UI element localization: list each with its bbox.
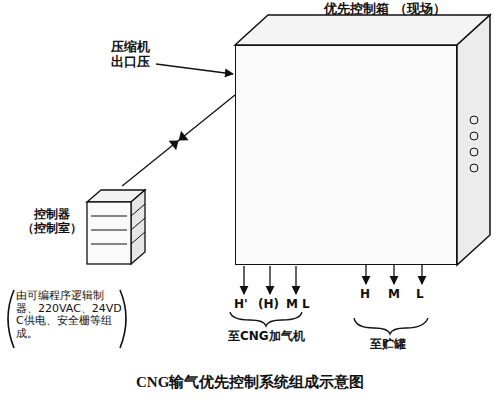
line-label: H' [234, 298, 248, 312]
signal-label: 压缩机 出口压 [108, 40, 152, 70]
controller-slat [91, 230, 127, 231]
cabinet-top [235, 15, 490, 45]
node-label: 控制器 （控制室） [21, 208, 83, 236]
controller-front [87, 202, 131, 264]
valve-half [175, 131, 189, 145]
note-bracket [8, 290, 14, 348]
line-label: M [388, 288, 400, 302]
brace [230, 312, 302, 326]
indicator-lamp [470, 132, 478, 140]
line-label: L [302, 298, 310, 312]
outlet-arrow [243, 266, 244, 294]
controller-slat [91, 244, 127, 245]
indicator-lamp [470, 116, 478, 124]
line-label: H [360, 288, 370, 302]
outlet-arrow [269, 266, 270, 294]
brace [354, 318, 428, 334]
controller-unit: 控制器 （控制室） [85, 186, 147, 266]
valve-symbol [169, 131, 189, 150]
signal-line [122, 95, 235, 186]
indicator-lamp [470, 148, 478, 156]
controller-slat [131, 232, 145, 244]
controller-side [131, 190, 145, 264]
node-label: 优先控制箱 （现场） [324, 2, 446, 17]
controller-slat [131, 218, 145, 230]
line-label: M [286, 298, 298, 312]
indicator-lamp [470, 164, 478, 172]
destination-label: 至CNG加气机 [228, 330, 305, 344]
note-text: 由可编程序逻辑制器、220VAC、24VDC供电、安全栅等组成。 [16, 290, 122, 341]
control-cabinet: 优先控制箱 （现场） [235, 45, 457, 265]
pressure-arrow [156, 64, 233, 74]
controller-slat [91, 216, 127, 217]
line-label: (H) [258, 298, 279, 312]
cabinet-side [457, 15, 490, 265]
caption: CNG输气优先控制系统组成示意图 [136, 374, 364, 391]
outlet-arrow [295, 266, 296, 294]
note-bracket [120, 290, 126, 348]
line-label: L [416, 288, 424, 302]
controller-slat [131, 204, 145, 216]
destination-label: 至贮罐 [370, 338, 406, 352]
controller-drawing [85, 186, 147, 266]
